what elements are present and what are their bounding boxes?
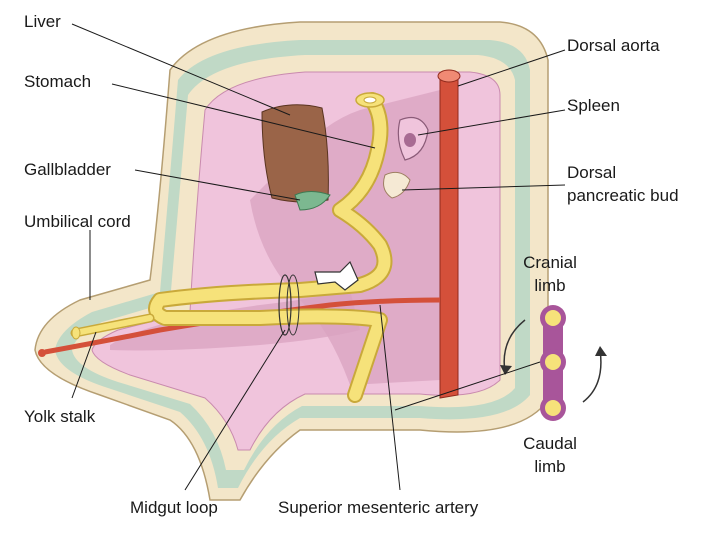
midgut-loop-schematic — [540, 305, 566, 421]
leader-yolk-stalk — [71, 331, 97, 399]
dorsal-aorta-lumen — [437, 69, 461, 83]
label-spleen: Spleen — [567, 96, 620, 115]
leader-dorsal-aorta — [457, 49, 566, 87]
label-yolk-stalk: Yolk stalk — [24, 407, 96, 426]
rotation-arrow-left-head — [500, 365, 512, 375]
rotation-arrow-right — [582, 349, 602, 403]
label-superior-mesenteric-artery: Superior mesenteric artery — [278, 498, 479, 517]
umbilical-artery-end — [38, 349, 46, 357]
label-stomach: Stomach — [24, 72, 92, 91]
dorsal-pancreatic-bud — [383, 171, 411, 199]
liver — [261, 104, 329, 203]
label-cranial-limb-line2: limb — [534, 276, 566, 295]
label-midgut-loop: Midgut loop — [130, 498, 218, 517]
gut-tube-inner — [150, 94, 391, 401]
leader-superior-mesenteric-artery — [379, 304, 401, 491]
yolk-stalk-opening — [71, 326, 81, 340]
gut-opening-lumen — [363, 96, 377, 104]
rotation-arrow-right-head — [595, 346, 607, 356]
dorsal-aorta — [439, 73, 459, 399]
gallbladder — [294, 191, 331, 211]
label-gallbladder: Gallbladder — [24, 160, 111, 179]
leader-liver — [71, 23, 291, 116]
spleen-primordium — [404, 133, 416, 147]
leader-dorsal-pancreatic-bud — [401, 184, 566, 191]
leader-stomach — [111, 83, 376, 149]
leader-gallbladder — [134, 169, 301, 201]
yolk-stalk-inner — [72, 315, 153, 336]
label-dorsal-aorta: Dorsal aorta — [567, 36, 660, 55]
leader-spleen — [417, 109, 566, 136]
leader-midgut-loop — [184, 329, 286, 491]
leader-lines — [71, 23, 566, 491]
umbilical-ring-inner — [286, 274, 300, 336]
label-dorsal-pancreatic-bud-line1: Dorsal — [567, 163, 617, 182]
label-caudal-limb-line1: Caudal — [523, 434, 577, 453]
label-caudal-limb-line2: limb — [534, 457, 566, 476]
label-dorsal-pancreatic-bud-line2: pancreatic bud — [567, 186, 679, 205]
label-liver: Liver — [24, 12, 61, 31]
leader-loop-schematic — [394, 361, 541, 411]
umbilical-ring — [278, 274, 292, 336]
label-cranial-limb-line1: Cranial — [523, 253, 577, 272]
label-umbilical-cord: Umbilical cord — [24, 212, 131, 231]
rotation-arrow — [314, 260, 359, 291]
